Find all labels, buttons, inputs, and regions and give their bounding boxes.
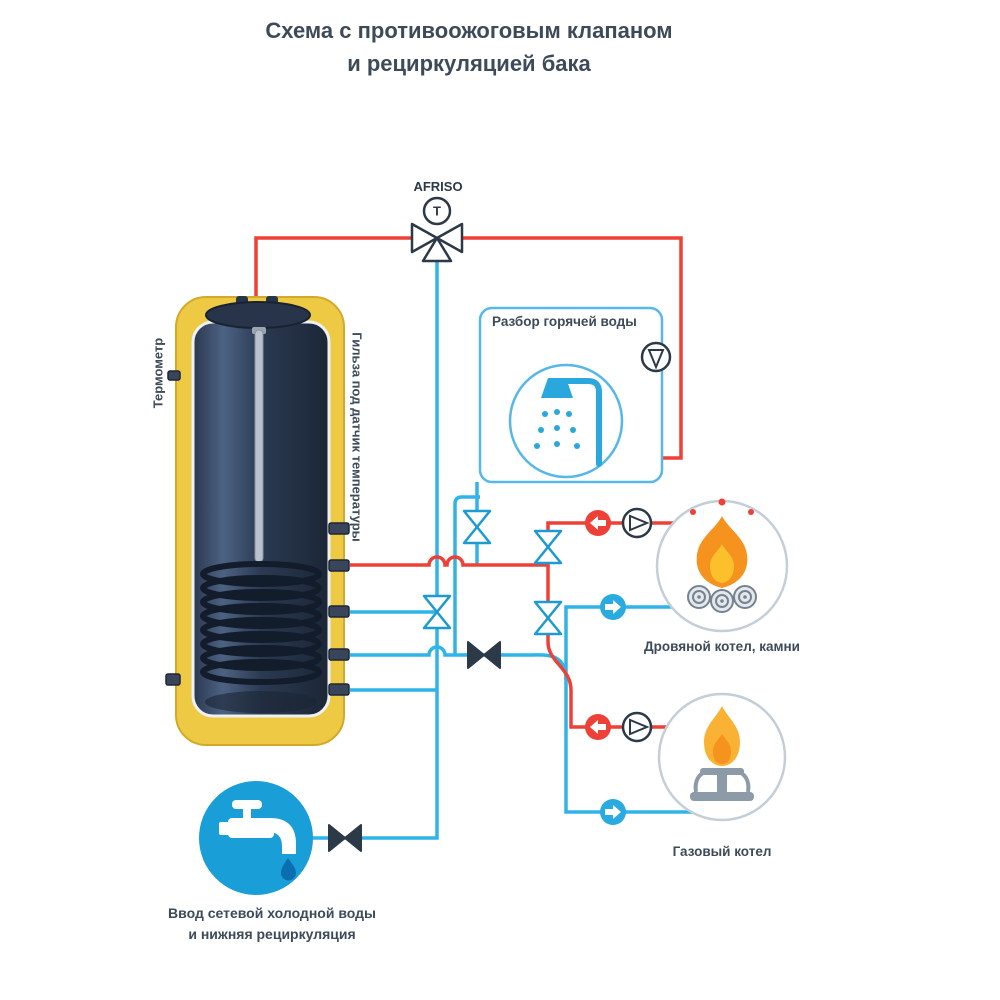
shower-icon — [534, 378, 602, 467]
cold-pipe-return-header — [350, 645, 568, 681]
faucet-icon — [219, 800, 296, 854]
hot-water-pipes — [254, 236, 700, 729]
water-drop-icon — [281, 858, 296, 881]
hot-pipe-tank-to-mixing — [254, 236, 412, 300]
pumps — [621, 341, 672, 743]
cold-inlet-label: Ввод сетевой холодной воды и нижняя реци… — [168, 903, 376, 945]
gas-boiler-label: Газовый котел — [672, 844, 772, 859]
shutoff-valve-icon — [533, 600, 563, 636]
mixing-valve-letter: T — [433, 203, 441, 219]
pump-icon — [621, 507, 653, 539]
hot-water-box-label: Разбор горячей воды — [492, 314, 637, 329]
gas-boiler — [657, 692, 787, 822]
sensor-well-tube — [254, 329, 264, 563]
valves — [328, 509, 563, 852]
gas-flame-icon — [704, 706, 740, 766]
mixing-valve-assembly — [410, 196, 464, 263]
hot-water-draw-box — [478, 306, 664, 484]
pump-icon — [640, 341, 672, 373]
check-valve-icon — [328, 824, 362, 852]
hot-flow-arrow-icon — [585, 510, 611, 536]
pump-icon — [621, 711, 653, 743]
thermometer-label: Термометр — [150, 337, 166, 409]
cold-inlet-faucet — [199, 781, 313, 895]
cold-flow-arrow-icon — [600, 594, 626, 620]
hot-pipe-header-to-tank — [350, 555, 548, 567]
tank-port — [328, 522, 350, 535]
storage-tank — [165, 296, 350, 746]
spark-dots — [690, 498, 754, 515]
flame-icon — [690, 498, 754, 588]
tank-bottom-shade — [205, 691, 317, 713]
title-line-1: Схема с противоожоговым клапаном — [265, 18, 673, 43]
heating-coil — [200, 561, 322, 685]
tank-port-left — [165, 673, 181, 686]
cold-pipe-box-recirc-drain — [453, 495, 480, 655]
wood-boiler — [655, 498, 789, 633]
logs-icon — [687, 585, 757, 613]
shutoff-valve-icon — [533, 529, 563, 565]
page-title: Схема с противоожоговым клапаном и рецир… — [265, 14, 672, 80]
tank-port — [328, 605, 350, 618]
tank-ports — [165, 370, 350, 696]
afriso-label: AFRISO — [413, 179, 463, 194]
shower-circle — [508, 363, 624, 479]
mixing-valve-icon — [410, 222, 464, 263]
check-valve-icon — [467, 641, 501, 669]
wood-boiler-label: Дровяной котел, камни — [644, 639, 800, 654]
hot-flow-arrow-icon — [585, 714, 611, 740]
thermometer-port — [167, 370, 181, 381]
gas-burner-icon — [690, 768, 754, 801]
tank-lid — [205, 301, 311, 329]
tank-port — [328, 648, 350, 661]
shutoff-valve-icon — [422, 594, 452, 630]
title-line-2: и рециркуляцией бака — [347, 51, 591, 76]
shutoff-valve-icon — [462, 509, 492, 545]
cold-flow-arrow-icon — [600, 799, 626, 825]
cold-inlet-label-line-2: и нижняя рециркуляция — [188, 926, 356, 942]
hot-pipe-wood-supply — [546, 521, 700, 729]
hot-pipe-mixing-to-drawoff — [462, 236, 683, 460]
cold-pipe-boiler-return — [564, 605, 710, 814]
flow-badges — [585, 510, 626, 825]
sensor-sleeve-label: Гильза под датчик температуры — [349, 332, 365, 542]
tank-port — [328, 683, 350, 696]
tank-port — [328, 559, 350, 572]
thermostat-sensor-icon — [422, 196, 452, 226]
cold-inlet-label-line-1: Ввод сетевой холодной воды — [168, 905, 376, 921]
